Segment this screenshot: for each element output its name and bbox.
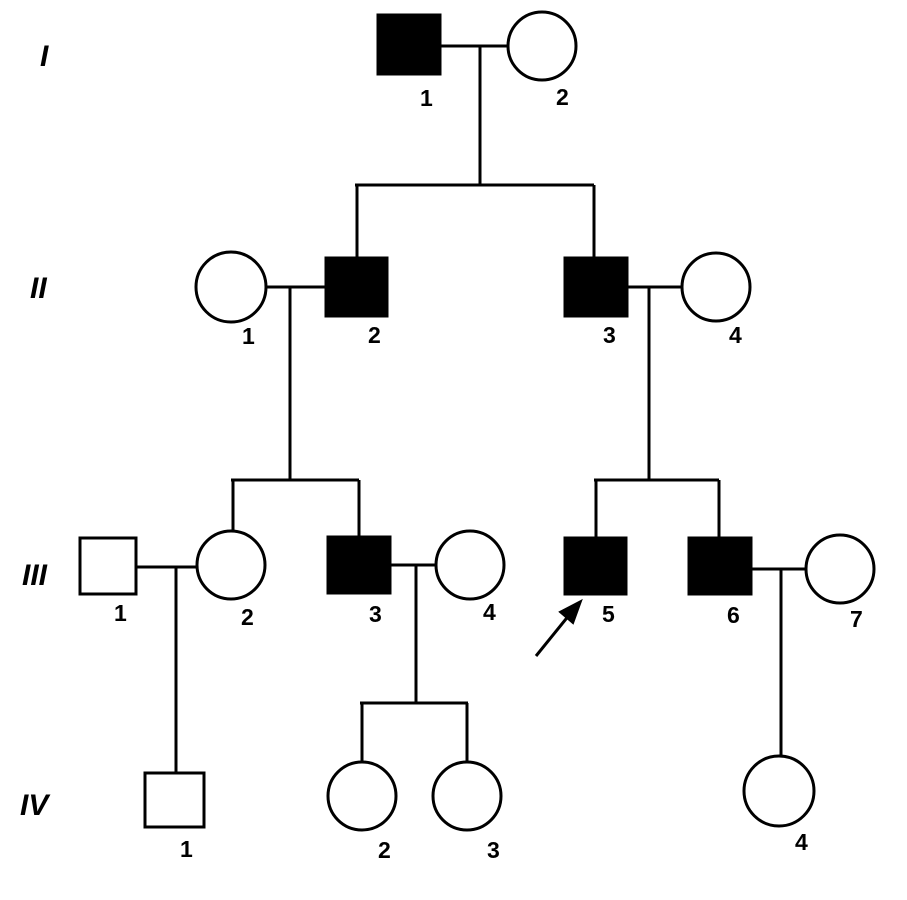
generation-labels: I II III IV — [20, 40, 51, 822]
individual-number: 3 — [487, 837, 500, 863]
unaffected-female-symbol — [434, 529, 506, 601]
unaffected-female-symbol — [326, 760, 398, 832]
individual-number: 4 — [729, 322, 742, 348]
unaffected-female-symbol — [431, 760, 503, 832]
individual-number: 1 — [180, 836, 193, 862]
individual-number: 6 — [727, 602, 740, 628]
unaffected-male-symbol — [78, 536, 138, 596]
unaffected-female-symbol — [195, 529, 267, 601]
generation-III: 1 2 3 4 5 6 7 — [78, 529, 876, 657]
unaffected-male-symbol — [143, 771, 206, 829]
individual-number: 7 — [850, 606, 863, 632]
generation-label: III — [22, 559, 48, 592]
generation-label: II — [30, 272, 47, 305]
unaffected-female-symbol — [194, 250, 268, 324]
individual-number: 2 — [241, 604, 254, 630]
generation-label: IV — [20, 789, 51, 822]
individual-number: 5 — [602, 601, 615, 627]
unaffected-female-symbol — [680, 251, 752, 323]
individual-number: 4 — [795, 829, 808, 855]
affected-male-symbol — [324, 256, 389, 318]
affected-male-symbol — [687, 536, 753, 596]
unaffected-female-symbol — [742, 754, 816, 828]
pedigree-lines — [137, 44, 806, 773]
proband-arrow-icon — [534, 598, 583, 657]
individual-number: 1 — [420, 85, 433, 111]
individual-number: 3 — [369, 601, 382, 627]
affected-male-symbol — [563, 536, 628, 596]
affected-male-symbol — [326, 535, 392, 595]
individual-number: 1 — [114, 600, 127, 626]
unaffected-female-symbol — [506, 10, 578, 82]
affected-male-symbol — [563, 256, 629, 318]
unaffected-female-symbol — [804, 533, 876, 605]
individual-number: 2 — [378, 837, 391, 863]
generation-II: 1 2 3 4 — [194, 250, 752, 349]
individual-number: 2 — [368, 322, 381, 348]
generation-label: I — [40, 40, 49, 73]
generation-I: 1 2 — [376, 10, 578, 111]
affected-male-symbol — [376, 13, 442, 76]
generation-IV: 1 2 3 4 — [143, 754, 816, 863]
individual-number: 1 — [242, 323, 255, 349]
individual-number: 2 — [556, 84, 569, 110]
individual-number: 4 — [483, 599, 496, 625]
individual-number: 3 — [603, 322, 616, 348]
